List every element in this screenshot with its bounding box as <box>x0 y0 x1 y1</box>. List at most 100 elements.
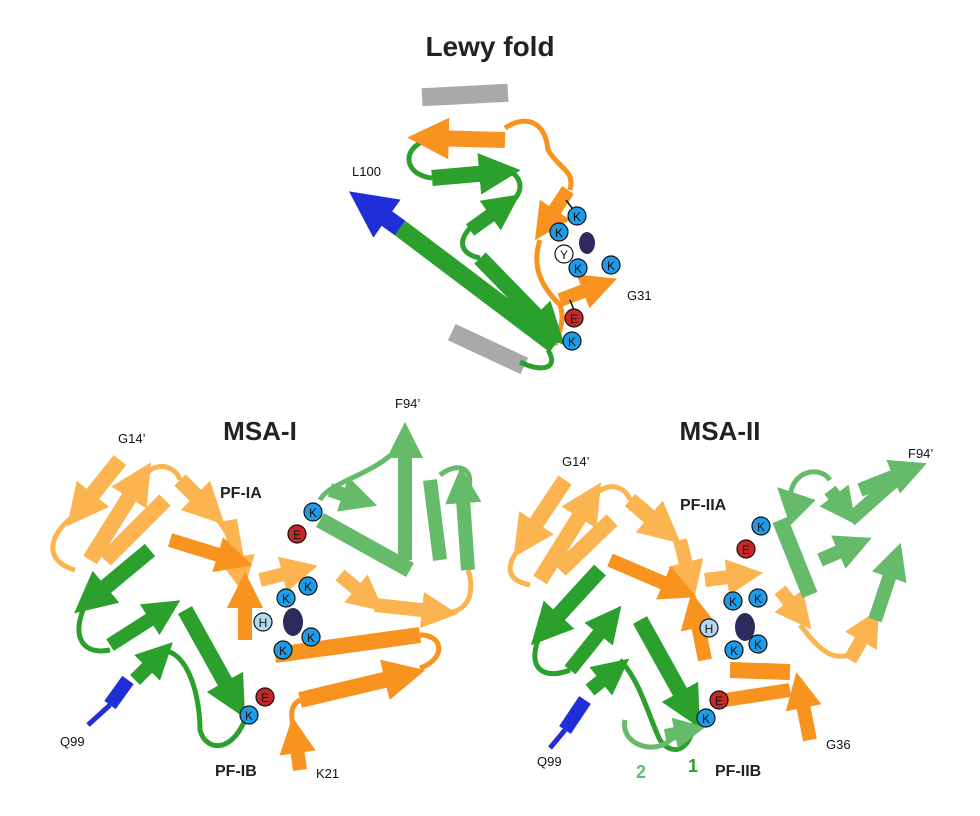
msa2-coil <box>787 469 833 501</box>
msa1-strand-o4 <box>298 659 426 708</box>
msa1-strand-o5 <box>279 716 316 771</box>
residue-label: K <box>754 592 762 606</box>
residue-label: K <box>729 595 737 609</box>
msa1-strand-gl4 <box>423 479 447 561</box>
residue-lys <box>239 705 259 725</box>
residue-glu <box>564 308 584 328</box>
msa1-pf-bottom: PF-IB <box>215 763 257 780</box>
msa2-strand-o5 <box>785 672 822 742</box>
msa1-strand-ol2 <box>83 462 152 565</box>
msa2-strand-g1 <box>530 564 606 646</box>
residue-label: H <box>259 616 268 630</box>
msa2-coil-nterm <box>548 728 567 750</box>
msa1-label-q99: Q99 <box>60 734 85 749</box>
msa2-strand-ol2 <box>533 482 602 585</box>
msa1-coil <box>139 464 183 482</box>
msa1-strand-g2 <box>106 600 181 651</box>
msa1-strand-gl3 <box>327 476 378 512</box>
residue-label: K <box>702 712 710 726</box>
msa2-coil <box>588 484 633 502</box>
residue-label: K <box>757 520 765 534</box>
msa2-strand-gl3 <box>819 484 856 525</box>
msa1-coil <box>317 438 408 502</box>
residue-glu <box>736 539 756 559</box>
msa2-strand-ol8 <box>843 609 880 664</box>
lewy-fold-title: Lewy fold <box>425 31 554 62</box>
residue-lys <box>301 627 321 647</box>
residue-label: K <box>307 631 315 645</box>
lewy-coil-5 <box>503 118 574 191</box>
msa2-strand-o4 <box>723 683 792 707</box>
residue-lys <box>276 588 296 608</box>
residue-lys <box>549 222 569 242</box>
residue-label: K <box>568 335 576 349</box>
residue-glu <box>709 690 729 710</box>
residue-label: K <box>607 259 615 273</box>
lewy-fold-panel: Lewy fold K K Y <box>348 31 652 375</box>
residue-label: H <box>705 622 714 636</box>
msa2-strand-gl5 <box>857 459 927 497</box>
residue-label: E <box>715 694 723 708</box>
msa2-coil <box>507 543 531 588</box>
residue-his <box>699 618 719 638</box>
msa2-strand-ol4 <box>554 514 618 576</box>
residue-label: Y <box>560 248 568 262</box>
residue-label: E <box>742 543 750 557</box>
msa2-pf-bottom: PF-IIB <box>715 763 761 780</box>
residue-lys <box>568 258 588 278</box>
residue-his <box>253 612 273 632</box>
msa1-coil <box>159 647 248 749</box>
residue-label: K <box>309 506 317 520</box>
msa2-panel: MSA-II PF-IIA PF-IIB G14’ F94’ Q99 G36 2… <box>507 416 933 782</box>
msa1-title: MSA-I <box>223 416 297 446</box>
msa2-strand-ol3 <box>624 493 681 544</box>
msa2-strand-ol6 <box>704 559 764 596</box>
msa2-strand-o1 <box>607 553 697 600</box>
msa2-conformation-2: 2 <box>636 762 646 782</box>
msa1-coil <box>289 697 302 736</box>
residue-label: K <box>245 709 253 723</box>
msa1-strand-ol4 <box>218 518 255 593</box>
residue-lys <box>562 331 582 351</box>
residue-glu <box>255 687 275 707</box>
msa2-title: MSA-II <box>680 416 761 446</box>
msa2-strand-nterm <box>559 696 591 734</box>
residue-lys <box>601 255 621 275</box>
msa1-strand-ol5 <box>99 494 171 566</box>
msa2-label-g14: G14’ <box>562 454 590 469</box>
msa2-pf-top: PF-IIA <box>680 497 727 514</box>
msa1-pf-top: PF-IA <box>220 485 262 502</box>
neighbor-layer-bottom <box>447 323 529 375</box>
residue-label: K <box>304 580 312 594</box>
msa1-strand-g1 <box>74 543 156 614</box>
lewy-coil-4 <box>518 348 555 371</box>
msa2-strand-gl2 <box>777 487 816 526</box>
msa1-strand-g4 <box>130 642 173 685</box>
msa2-strand-alt <box>663 717 706 749</box>
msa1-coil-nterm <box>86 703 112 727</box>
msa2-strand-ol5 <box>667 538 704 598</box>
residue-label: K <box>555 226 563 240</box>
msa1-strand-o3 <box>273 627 422 663</box>
msa1-residues: K E K K H K K E K <box>239 502 323 725</box>
msa2-label-f94: F94’ <box>908 446 933 461</box>
msa1-strand-gl5 <box>445 466 482 571</box>
lewy-strand-g3 <box>465 194 520 236</box>
msa1-strand-o2 <box>167 533 253 573</box>
msa1-coil <box>441 569 474 615</box>
residue-label: K <box>573 210 581 224</box>
lewy-residues: K K Y K K E K <box>549 199 621 351</box>
residue-lys <box>748 634 768 654</box>
residue-lys <box>273 640 293 660</box>
residue-lys <box>303 502 323 522</box>
residue-glu <box>287 524 307 544</box>
msa2-label-q99: Q99 <box>537 754 562 769</box>
msa2-residues: K E K K H K K E K <box>696 516 771 728</box>
msa2-strand-ol7 <box>774 585 812 630</box>
residue-lys <box>751 516 771 536</box>
msa1-strand-ol6 <box>258 556 318 593</box>
residue-lys <box>724 640 744 660</box>
msa2-strand-gl6 <box>868 542 907 623</box>
msa2-strand-ol1 <box>513 475 572 558</box>
